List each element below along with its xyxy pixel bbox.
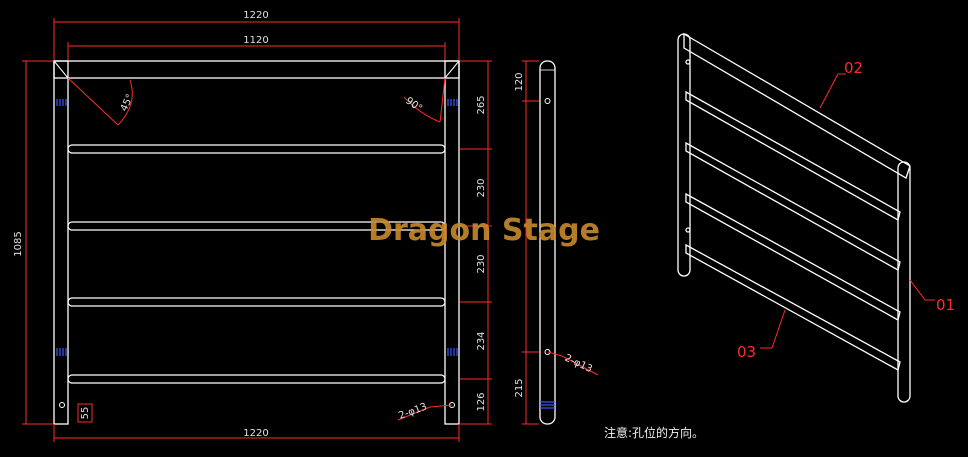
side-post <box>539 60 556 425</box>
spacing-5: 126 <box>476 392 487 411</box>
dim-1120 <box>67 42 446 60</box>
crossbar <box>67 374 446 384</box>
side-hole-top <box>544 98 551 104</box>
dim-overall-width-bottom: 1220 <box>243 428 268 439</box>
left-miter-line <box>53 60 69 79</box>
angle-left: 45° <box>119 93 136 114</box>
dim-inner-width: 1120 <box>243 35 268 46</box>
hole-marks <box>56 99 458 356</box>
iso-label-01: 01 <box>936 296 955 314</box>
spacing-3: 230 <box>476 254 487 273</box>
note-text: 注意:孔位的方向。 <box>604 425 704 440</box>
corner-box <box>77 403 93 423</box>
left-post <box>53 60 69 425</box>
spacing-2: 230 <box>476 178 487 197</box>
iso-crossbar <box>685 243 901 371</box>
angle-left-mark <box>67 77 133 126</box>
iso-label-03: 03 <box>737 343 756 361</box>
mount-hole-left <box>59 402 65 408</box>
crossbars <box>67 144 446 384</box>
corner-box-label: 55 <box>80 407 91 420</box>
iso-crossbar <box>685 141 901 271</box>
side-hole-leader <box>547 351 599 376</box>
iso-crossbar <box>685 192 901 321</box>
right-miter-line <box>444 60 460 79</box>
iso-leaders <box>760 73 935 349</box>
dim-overall-width-top: 1220 <box>243 10 268 21</box>
hole-note-front: 2-φ13 <box>397 401 428 421</box>
iso-post-left <box>677 33 691 277</box>
crossbar <box>67 297 446 307</box>
iso-label-02: 02 <box>844 59 863 77</box>
side-spacing-top: 120 <box>514 72 525 91</box>
iso-top-rail <box>683 32 911 179</box>
right-chain-dims <box>460 60 492 425</box>
watermark: Dragon Stage <box>368 213 600 248</box>
dim-1220-bottom <box>53 424 460 442</box>
dim-height: 1085 <box>13 231 24 256</box>
angle-right-mark <box>403 77 446 123</box>
crossbar <box>67 144 446 154</box>
hole-leader-front <box>397 404 453 421</box>
side-hole-marks <box>540 401 555 409</box>
dim-1220-top <box>53 18 460 60</box>
side-spacing-bottom: 215 <box>514 378 525 397</box>
spacing-4: 234 <box>476 331 487 350</box>
crossbar <box>67 221 446 231</box>
iso-crossbar <box>685 90 901 221</box>
dim-1085 <box>22 60 53 425</box>
iso-post-right <box>897 161 911 403</box>
top-rail <box>53 60 460 79</box>
hole-note-side: 2-φ13 <box>563 353 594 375</box>
side-dims <box>522 60 539 425</box>
iso-view <box>677 32 911 403</box>
spacing-1: 265 <box>476 95 487 114</box>
side-hole-bottom <box>544 349 551 355</box>
